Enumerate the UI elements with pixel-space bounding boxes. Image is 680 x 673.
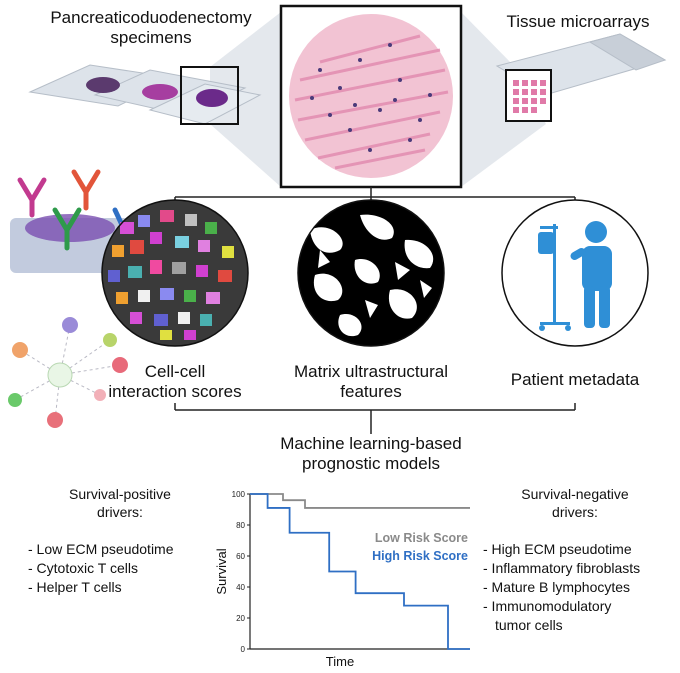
ml-models-label-line2: prognostic models	[302, 454, 440, 473]
y-tick-label: 80	[236, 521, 245, 530]
legend-low-risk: Low Risk Score	[375, 531, 468, 545]
tma-slide	[495, 33, 667, 122]
positive-drivers-list: - Low ECM pseudotime - Cytotoxic T cells…	[28, 540, 218, 597]
km-curve-high-risk	[250, 493, 470, 650]
negative-drivers-list: - High ECM pseudotime - Inflammatory fib…	[483, 540, 678, 635]
km-curve-low-risk	[250, 493, 470, 509]
y-tick-label: 0	[241, 645, 246, 654]
he-core-image	[279, 4, 463, 189]
negative-driver-item: tumor cells	[495, 617, 563, 633]
zoom-funnel-right	[461, 12, 546, 187]
y-tick-label: 100	[232, 490, 246, 499]
tma-title: Tissue microarrays	[506, 12, 650, 31]
tma-zoom-box	[505, 69, 552, 122]
patient-icon	[570, 221, 612, 328]
specimens-title: Pancreaticoduodenectomy specimens	[0, 8, 302, 48]
y-tick-label: 40	[236, 583, 245, 592]
connector-bottom	[174, 403, 576, 434]
cell-segmentation-image	[101, 199, 249, 347]
negative-drivers-title: Survival-negative drivers:	[485, 485, 665, 521]
specimens-title-line2: specimens	[110, 28, 192, 47]
matrix-features-image	[297, 199, 445, 347]
negative-driver-item: - High ECM pseudotime	[483, 541, 632, 557]
cell-interaction-label-line1: Cell-cell	[144, 362, 206, 381]
negative-title-line2: drivers:	[552, 504, 598, 520]
legend-high-risk: High Risk Score	[372, 549, 468, 563]
specimens-title-line1: Pancreaticoduodenectomy	[50, 8, 252, 27]
positive-drivers-title: Survival-positive drivers:	[30, 485, 210, 521]
positive-title-line1: Survival-positive	[69, 486, 171, 502]
tissue-sample-1	[86, 77, 120, 93]
cell-network-illustration	[8, 317, 128, 428]
ml-models-label-line1: Machine learning-based	[280, 434, 462, 453]
positive-driver-item: - Cytotoxic T cells	[28, 560, 138, 576]
ml-models-label: Machine learning-based prognostic models	[240, 434, 502, 474]
antibody-illustration	[10, 169, 130, 273]
positive-driver-item: - Helper T cells	[28, 579, 122, 595]
tissue-sample-3	[196, 89, 228, 107]
tissue-sample-2	[142, 84, 178, 100]
negative-driver-item: - Inflammatory fibroblasts	[483, 560, 641, 576]
negative-title-line1: Survival-negative	[521, 486, 629, 502]
y-tick-label: 20	[236, 614, 245, 623]
negative-driver-item: - Immunomodulatory	[483, 598, 612, 614]
matrix-features-label-line1: Matrix ultrastructural	[294, 362, 448, 381]
patient-metadata-image	[501, 199, 649, 347]
positive-driver-item: - Low ECM pseudotime	[28, 541, 174, 557]
x-axis-label: Time	[326, 654, 354, 669]
slide-zoom-box	[180, 66, 239, 125]
y-tick-label: 60	[236, 552, 245, 561]
matrix-features-label: Matrix ultrastructural features	[270, 362, 472, 402]
patient-metadata-label: Patient metadata	[510, 370, 640, 389]
iv-stand-icon	[538, 224, 571, 331]
y-axis-label: Survival	[214, 548, 229, 594]
cell-interaction-label: Cell-cell interaction scores	[75, 362, 275, 402]
matrix-features-label-line2: features	[340, 382, 402, 401]
cell-interaction-label-line2: interaction scores	[108, 382, 242, 401]
negative-driver-item: - Mature B lymphocytes	[483, 579, 631, 595]
positive-title-line2: drivers:	[97, 504, 143, 520]
specimen-slides	[28, 64, 262, 125]
